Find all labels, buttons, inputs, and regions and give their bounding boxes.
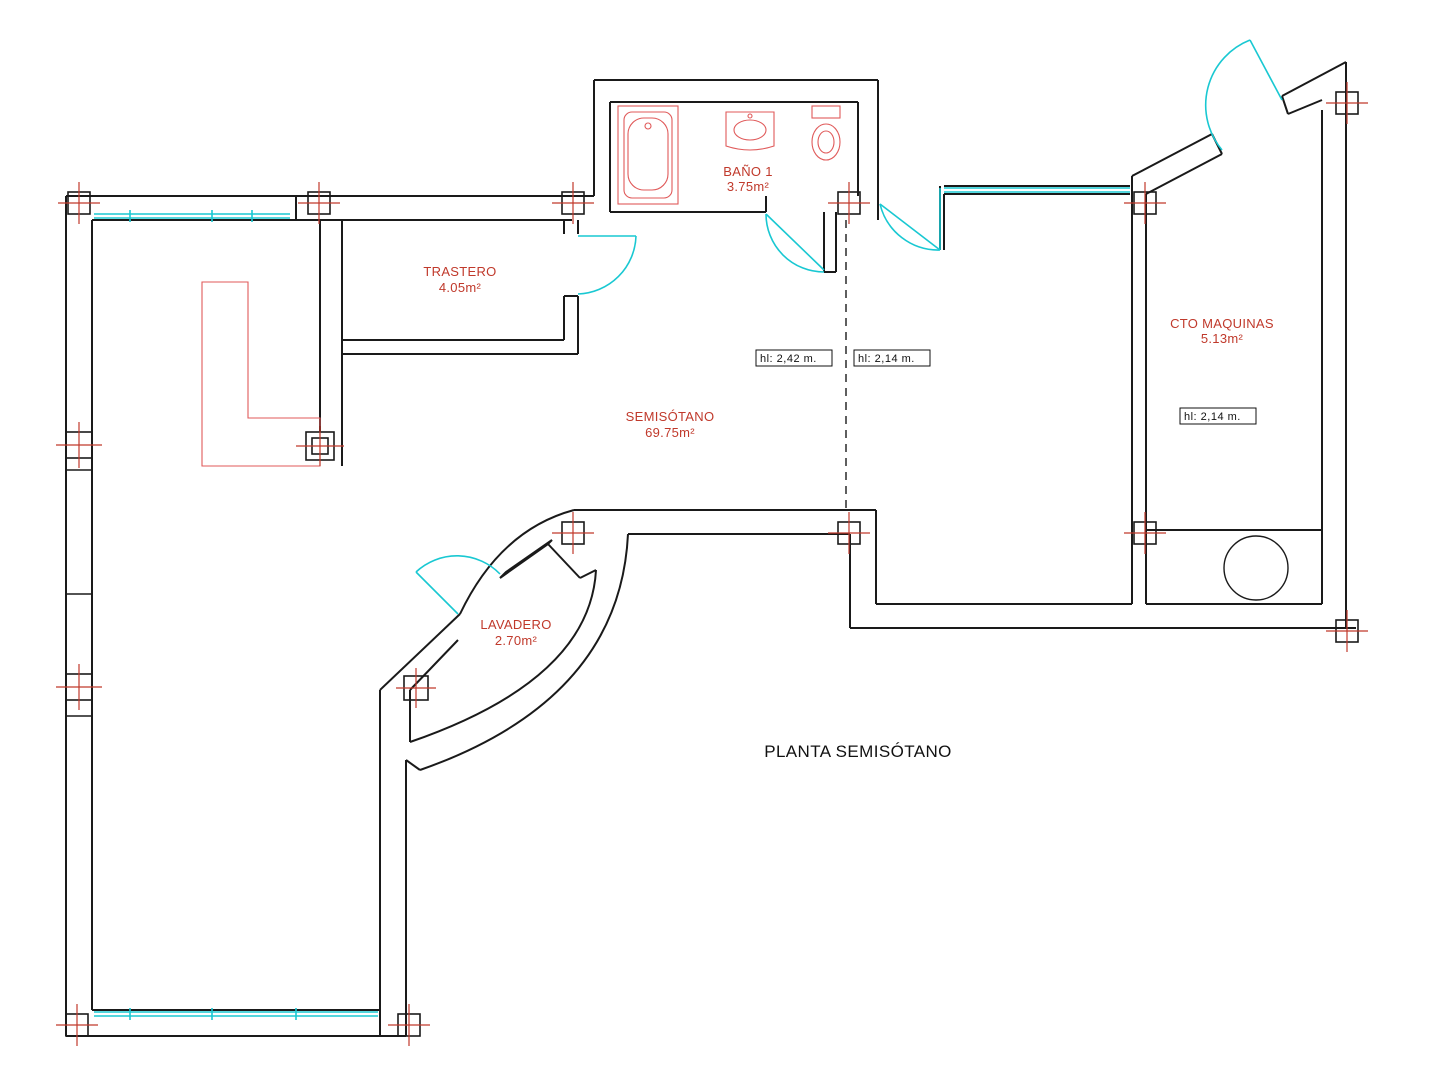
- column-marker: [56, 664, 102, 710]
- column-marker: [828, 182, 870, 224]
- room-trastero: TRASTERO 4.05m²: [423, 264, 496, 295]
- column-marker: [396, 668, 436, 708]
- column-marker: [296, 426, 344, 466]
- windows: [94, 187, 1130, 1020]
- column-marker: [828, 512, 870, 554]
- column-marker: [1124, 512, 1166, 554]
- column-marker: [1124, 182, 1166, 224]
- stair-outline: [201, 281, 321, 467]
- column-marker: [1326, 82, 1368, 124]
- bathtub-icon: [617, 105, 679, 205]
- column-marker: [298, 182, 340, 224]
- room-area: 3.75m²: [727, 179, 770, 194]
- room-area: 2.70m²: [495, 633, 538, 648]
- height-value: hl: 2,42 m.: [760, 353, 817, 365]
- column-marker: [552, 182, 594, 224]
- room-name: BAÑO 1: [723, 164, 772, 179]
- room-area: 69.75m²: [645, 425, 695, 440]
- room-lavadero: LAVADERO 2.70m²: [480, 617, 551, 648]
- room-name: CTO MAQUINAS: [1170, 316, 1274, 331]
- column-marker: [552, 512, 594, 554]
- column-marker: [1326, 610, 1368, 652]
- plan-title: PLANTA SEMISÓTANO: [764, 742, 952, 761]
- room-area: 5.13m²: [1201, 331, 1244, 346]
- height-tag: hl: 2,42 m.: [755, 349, 833, 367]
- room-name: LAVADERO: [480, 617, 551, 632]
- boiler-icon: [1223, 535, 1289, 601]
- room-area: 4.05m²: [439, 280, 482, 295]
- column-marker: [388, 1004, 430, 1046]
- column-marker: [58, 182, 100, 224]
- sink-icon: [725, 111, 775, 151]
- room-name: TRASTERO: [423, 264, 496, 279]
- height-tag: hl: 2,14 m.: [1179, 407, 1257, 425]
- room-maquinas: CTO MAQUINAS 5.13m²: [1170, 316, 1274, 346]
- room-bano: BAÑO 1 3.75m²: [723, 164, 772, 194]
- column-marker: [56, 422, 102, 468]
- walls: [65, 61, 1356, 1037]
- doors: [415, 39, 1283, 615]
- height-value: hl: 2,14 m.: [858, 353, 915, 365]
- toilet-icon: [811, 105, 841, 161]
- height-tag: hl: 2,14 m.: [853, 349, 931, 367]
- columns: [56, 82, 1368, 1046]
- room-name: SEMISÓTANO: [626, 409, 715, 424]
- height-value: hl: 2,14 m.: [1184, 411, 1241, 423]
- column-marker: [56, 1004, 98, 1046]
- room-semisotano: SEMISÓTANO 69.75m²: [626, 409, 715, 440]
